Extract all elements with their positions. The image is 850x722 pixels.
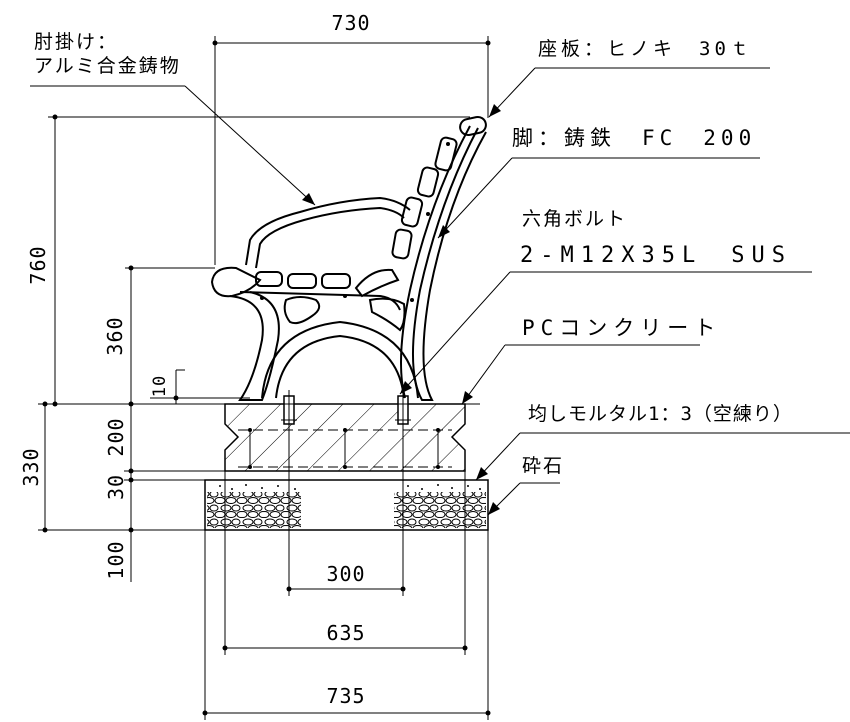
dim-760-text: 760 (26, 245, 50, 284)
label-armrest-2: アルミ合金鋳物 (34, 54, 181, 77)
dim-360-text: 360 (103, 316, 127, 355)
label-bolt-1: 六角ボルト (522, 208, 627, 230)
dim-300-text: 300 (326, 562, 365, 586)
dim-760: 760 (26, 114, 470, 407)
dim-300: 300 (286, 390, 406, 596)
label-armrest-1: 肘掛け： (34, 31, 118, 53)
dim-730: 730 (212, 11, 491, 265)
dim-30-text: 30 (104, 474, 128, 500)
dim-635-text: 635 (326, 621, 365, 645)
gravel-layer (204, 479, 489, 531)
label-seat-board: 座板：ヒノキ 30ｔ (538, 38, 753, 60)
dim-735: 735 (202, 530, 491, 720)
label-concrete: PCコンクリート (522, 316, 721, 340)
dim-10-text: 10 (150, 375, 170, 397)
dim-100-text: 100 (104, 540, 128, 579)
leader-mortar (475, 432, 850, 481)
label-gravel: 砕石 (522, 455, 564, 477)
mortar-layer (205, 479, 488, 490)
label-bolt-2: 2-M12X35L SUS (520, 243, 792, 268)
label-leg: 脚：鋳鉄 FC 200 (512, 126, 756, 150)
dim-base-stack: 200 30 100 (104, 404, 225, 582)
leader-leg (437, 157, 760, 239)
bench-frame (210, 115, 487, 401)
dim-360: 360 (103, 265, 215, 404)
leader-seat-board (488, 67, 770, 118)
leader-concrete (461, 344, 700, 405)
dim-10: 10 (150, 369, 250, 404)
concrete-block (224, 395, 466, 472)
dim-735-text: 735 (326, 684, 365, 708)
dim-730-text: 730 (331, 11, 370, 35)
label-mortar: 均しモルタル1：3（空練り） (528, 403, 793, 425)
leader-armrest (30, 85, 316, 206)
dim-330-text: 330 (19, 447, 43, 486)
dim-200-text: 200 (104, 417, 128, 456)
leader-gravel (487, 482, 560, 516)
dim-635: 635 (222, 471, 468, 655)
